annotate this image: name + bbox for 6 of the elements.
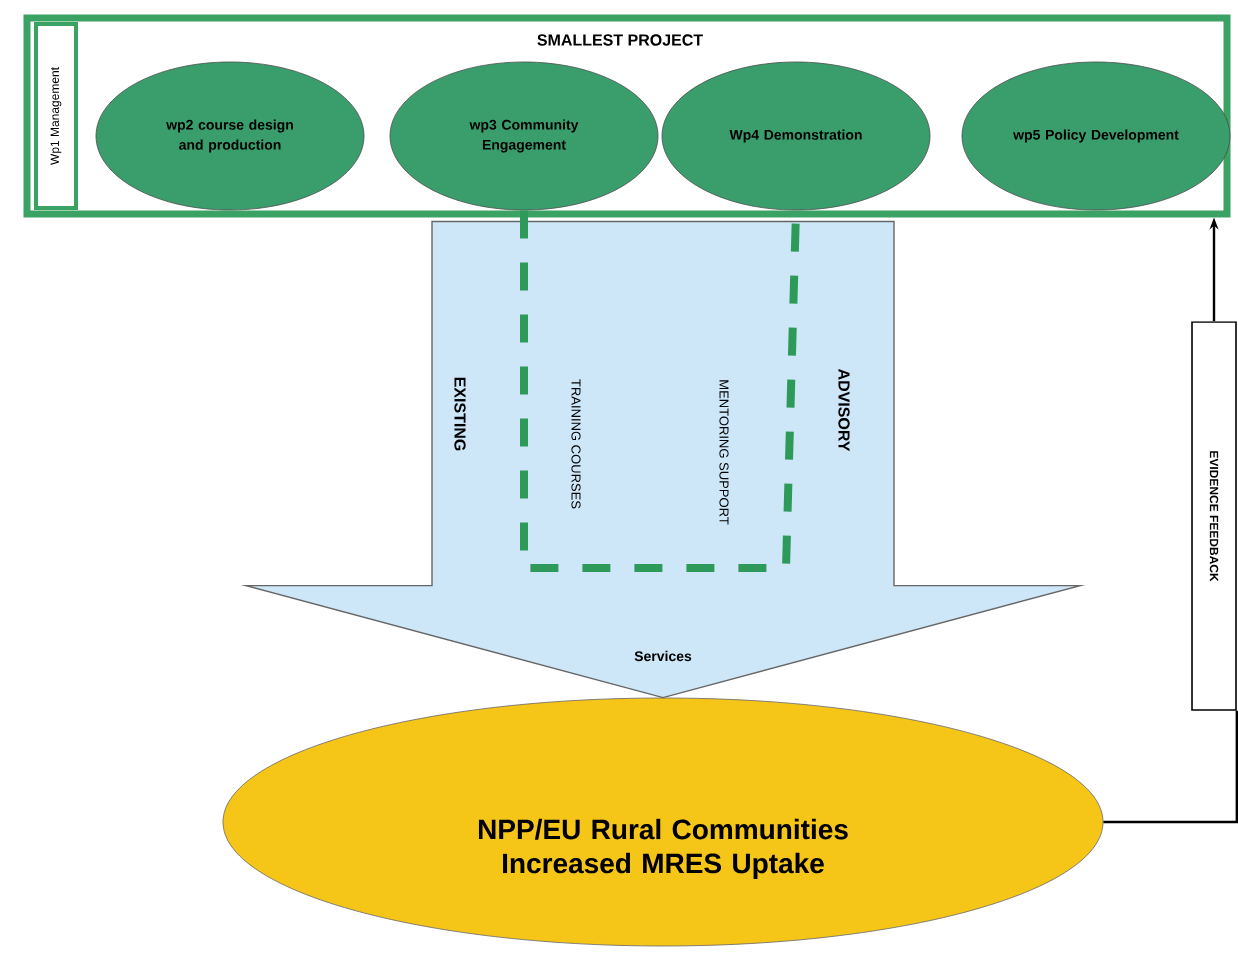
services-arrow [240,220,1086,699]
connector [520,210,800,572]
vertical-label: EXISTING [454,377,466,451]
project-title: SMALLEST PROJECT [537,34,703,46]
connector [1103,710,1238,824]
vertical-label: ADVISORY [838,368,850,452]
